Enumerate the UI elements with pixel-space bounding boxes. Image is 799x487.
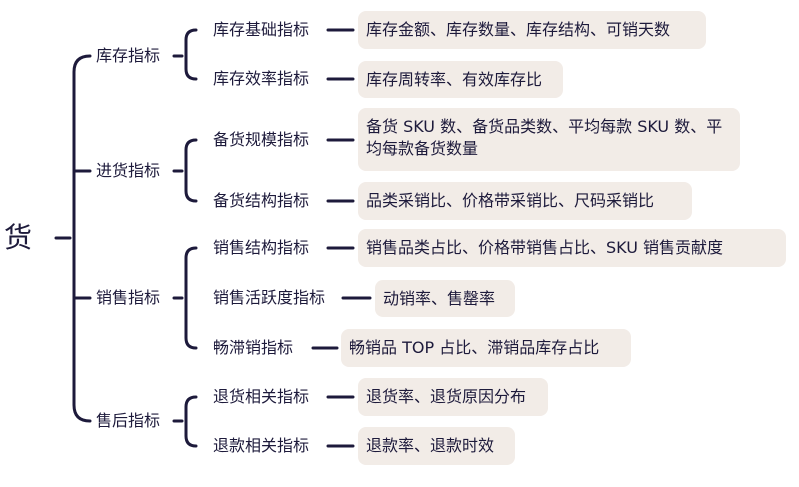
bracket-kucun xyxy=(184,28,198,81)
detail-kucun-xiaolv-box: 库存周转率、有效库存比 xyxy=(358,61,563,98)
bracket-xiaoshou xyxy=(184,246,198,350)
sub-jinhuo-jiegou-label: 备货结构指标 xyxy=(213,191,310,210)
detail-jinhuo-jiegou-box: 品类采销比、价格带采销比、尺码采销比 xyxy=(358,182,692,220)
sub-kucun-xiaolv-label: 库存效率指标 xyxy=(213,69,310,88)
sub-jinhuo-guimo-label: 备货规模指标 xyxy=(213,130,310,149)
category-kucun-label: 库存指标 xyxy=(96,46,161,65)
detail-xiaoshou-changzhi-box: 畅销品 TOP 占比、滞销品库存占比 xyxy=(341,329,631,367)
category-jinhuo-label: 进货指标 xyxy=(96,161,161,180)
detail-xiaoshou-jiegou-box: 销售品类占比、价格带销售占比、SKU 销售贡献度 xyxy=(358,229,786,267)
detail-shouhou-tuihuo-box: 退货率、退货原因分布 xyxy=(358,378,548,416)
category-xiaoshou-label: 销售指标 xyxy=(96,288,161,307)
root-node-label: 货 xyxy=(4,221,33,254)
bracket-shouhou xyxy=(184,395,198,448)
sub-kucun-jichu-label: 库存基础指标 xyxy=(213,20,310,39)
sub-xiaoshou-huoyue-label: 销售活跃度指标 xyxy=(213,288,326,307)
detail-jinhuo-guimo-box: 备货 SKU 数、备货品类数、平均每款 SKU 数、平均每款备货数量 xyxy=(358,108,740,171)
sub-shouhou-tuihuo-label: 退货相关指标 xyxy=(213,387,310,406)
sub-xiaoshou-jiegou-label: 销售结构指标 xyxy=(213,238,310,257)
main-spine xyxy=(72,54,92,423)
sub-shouhou-tuikuan-label: 退款相关指标 xyxy=(213,436,310,455)
sub-xiaoshou-changzhi-label: 畅滞销指标 xyxy=(213,338,294,357)
detail-shouhou-tuikuan-box: 退款率、退款时效 xyxy=(358,427,515,465)
detail-kucun-jichu-box: 库存金额、库存数量、库存结构、可销天数 xyxy=(358,11,706,49)
bracket-jinhuo xyxy=(184,138,198,203)
detail-xiaoshou-huoyue-box: 动销率、售罄率 xyxy=(375,280,515,317)
category-shouhou-label: 售后指标 xyxy=(96,411,161,430)
